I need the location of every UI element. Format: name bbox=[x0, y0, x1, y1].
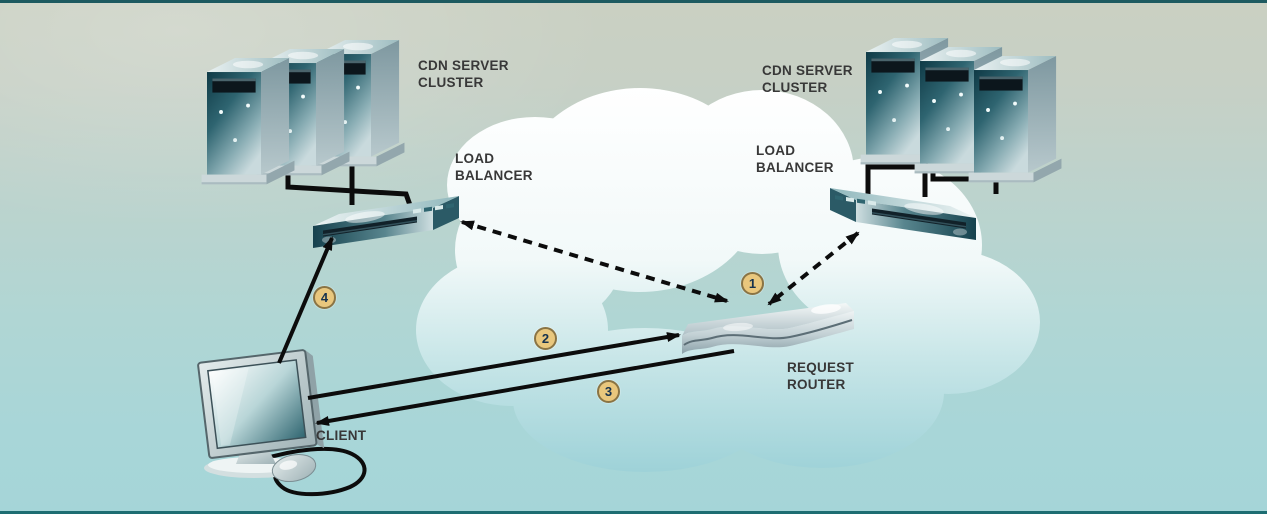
label-load-balancer-right: LOAD BALANCER bbox=[756, 143, 834, 176]
step-badge-2: 2 bbox=[534, 327, 557, 350]
arrow-router-loadbalancer-left bbox=[460, 220, 729, 303]
arrow-router-to-client bbox=[315, 349, 735, 426]
label-load-balancer-left: LOAD BALANCER bbox=[455, 151, 533, 184]
cable-left-bus bbox=[285, 168, 414, 209]
label-cdn-cluster-right: CDN SERVER CLUSTER bbox=[762, 63, 853, 96]
mouse-cable bbox=[258, 446, 367, 497]
mouse bbox=[271, 453, 317, 483]
label-request-router: REQUEST ROUTER bbox=[787, 360, 855, 393]
load-balancer-left-device bbox=[313, 196, 459, 248]
arrow-client-to-loadbalancer bbox=[277, 236, 334, 364]
step-badge-3: 3 bbox=[597, 380, 620, 403]
top-border bbox=[0, 0, 1267, 3]
label-client: CLIENT bbox=[316, 428, 367, 443]
arrow-client-to-router bbox=[307, 332, 681, 400]
flow-arrows bbox=[277, 220, 860, 426]
request-router-device bbox=[682, 303, 854, 354]
server-tower bbox=[968, 56, 1062, 183]
step-badge-4: 4 bbox=[313, 286, 336, 309]
bottom-border bbox=[0, 511, 1267, 514]
client-device bbox=[197, 349, 367, 497]
arrow-router-loadbalancer-right bbox=[767, 231, 860, 306]
cdn-server-cluster-left bbox=[201, 40, 405, 185]
label-cdn-cluster-left: CDN SERVER CLUSTER bbox=[418, 58, 509, 91]
monitor-screen bbox=[197, 349, 325, 459]
cdn-server-cluster-right bbox=[860, 38, 1062, 183]
step-badge-1: 1 bbox=[741, 272, 764, 295]
